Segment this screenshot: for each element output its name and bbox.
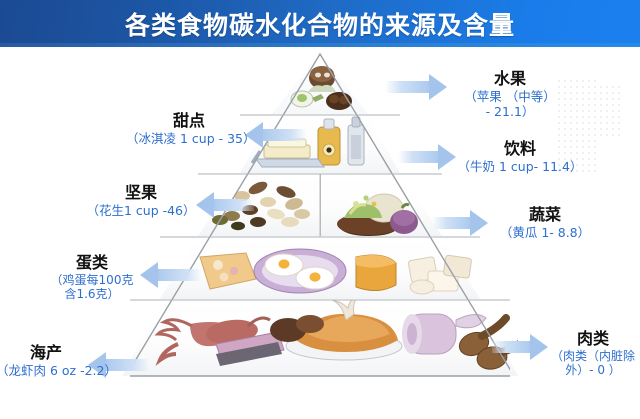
label-eggs-name: 蛋类: [75, 253, 108, 272]
arrow-to-fruit: [385, 74, 447, 100]
pyramid-tier-1: [272, 52, 368, 114]
turkey-art: [270, 300, 403, 361]
arrow-shaft: [156, 269, 202, 281]
tier-3-divider: [320, 174, 321, 236]
arrow-to-dessert: [245, 122, 307, 148]
label-vegetables: 蔬菜 （黄瓜 1- 8.8）: [470, 205, 620, 241]
arrow-to-vegetables: [432, 210, 488, 236]
arrow-to-eggs: [140, 262, 202, 288]
label-vegetables-value: （黄瓜 1- 8.8）: [499, 225, 591, 241]
tier-4-food-art: [199, 248, 472, 295]
arrow-head: [470, 210, 488, 236]
arrow-shaft: [212, 199, 254, 211]
label-dessert-name: 甜点: [172, 111, 205, 130]
label-dessert-value: （冰淇凌 1 cup - 35）: [126, 131, 256, 147]
label-drinks-value: （牛奶 1 cup- 11.4）: [457, 159, 583, 175]
arrow-to-meat: [492, 334, 548, 360]
label-eggs-value: （鸡蛋每100克 含1.6克）: [50, 273, 134, 302]
label-seafood-value: （龙虾肉 6 oz -2.2）: [0, 363, 117, 379]
arrow-to-nuts: [196, 192, 254, 218]
label-eggs: 蛋类 （鸡蛋每100克 含1.6克）: [40, 253, 144, 302]
label-meat: 肉类 （肉类（内脏除 外）- 0 ）: [546, 329, 640, 378]
label-dessert: 甜点 （冰淇凌 1 cup - 35）: [126, 111, 256, 147]
label-seafood-name: 海产: [29, 343, 62, 362]
arrow-to-drinks: [398, 144, 456, 170]
arrow-shaft: [385, 81, 431, 93]
food-pyramid: [122, 52, 518, 412]
pyramid-tier-5: [122, 300, 518, 376]
label-seafood: 海产 （龙虾肉 6 oz -2.2）: [0, 343, 117, 379]
label-meat-value: （肉类（内脏除 外）- 0 ）: [550, 349, 635, 378]
label-nuts-value: （花生1 cup -46）: [86, 203, 196, 219]
arrow-head: [245, 122, 263, 148]
arrow-shaft: [432, 217, 472, 229]
arrow-head: [140, 262, 158, 288]
page-title: 各类食物碳水化合物的来源及含量: [124, 10, 515, 40]
vegetables-art: [337, 193, 418, 236]
page-title-bar: 各类食物碳水化合物的来源及含量: [0, 0, 640, 47]
label-fruit-value: （苹果 （中等） - 21.1）: [464, 89, 556, 119]
arrow-head: [438, 144, 456, 170]
label-drinks: 饮料 （牛奶 1 cup- 11.4）: [432, 139, 608, 175]
label-meat-name: 肉类: [576, 329, 609, 348]
arrow-shaft: [261, 129, 307, 141]
arrow-head: [88, 352, 106, 378]
label-nuts-name: 坚果: [124, 183, 157, 202]
label-fruit: 水果 （苹果 （中等） - 21.1）: [446, 69, 574, 119]
label-nuts: 坚果 （花生1 cup -46）: [82, 183, 200, 219]
arrow-shaft: [492, 341, 532, 353]
arrow-shaft: [104, 359, 150, 371]
arrow-head: [196, 192, 214, 218]
label-fruit-name: 水果: [493, 69, 526, 88]
tier-1-food-art: [290, 66, 352, 110]
label-drinks-name: 饮料: [503, 139, 536, 158]
label-vegetables-name: 蔬菜: [528, 205, 561, 224]
arrow-head: [530, 334, 548, 360]
arrow-shaft: [398, 151, 440, 163]
arrow-head: [429, 74, 447, 100]
pyramid-tier-4: [160, 237, 480, 299]
arrow-to-seafood: [88, 352, 150, 378]
tier-5-food-art: [154, 300, 518, 370]
